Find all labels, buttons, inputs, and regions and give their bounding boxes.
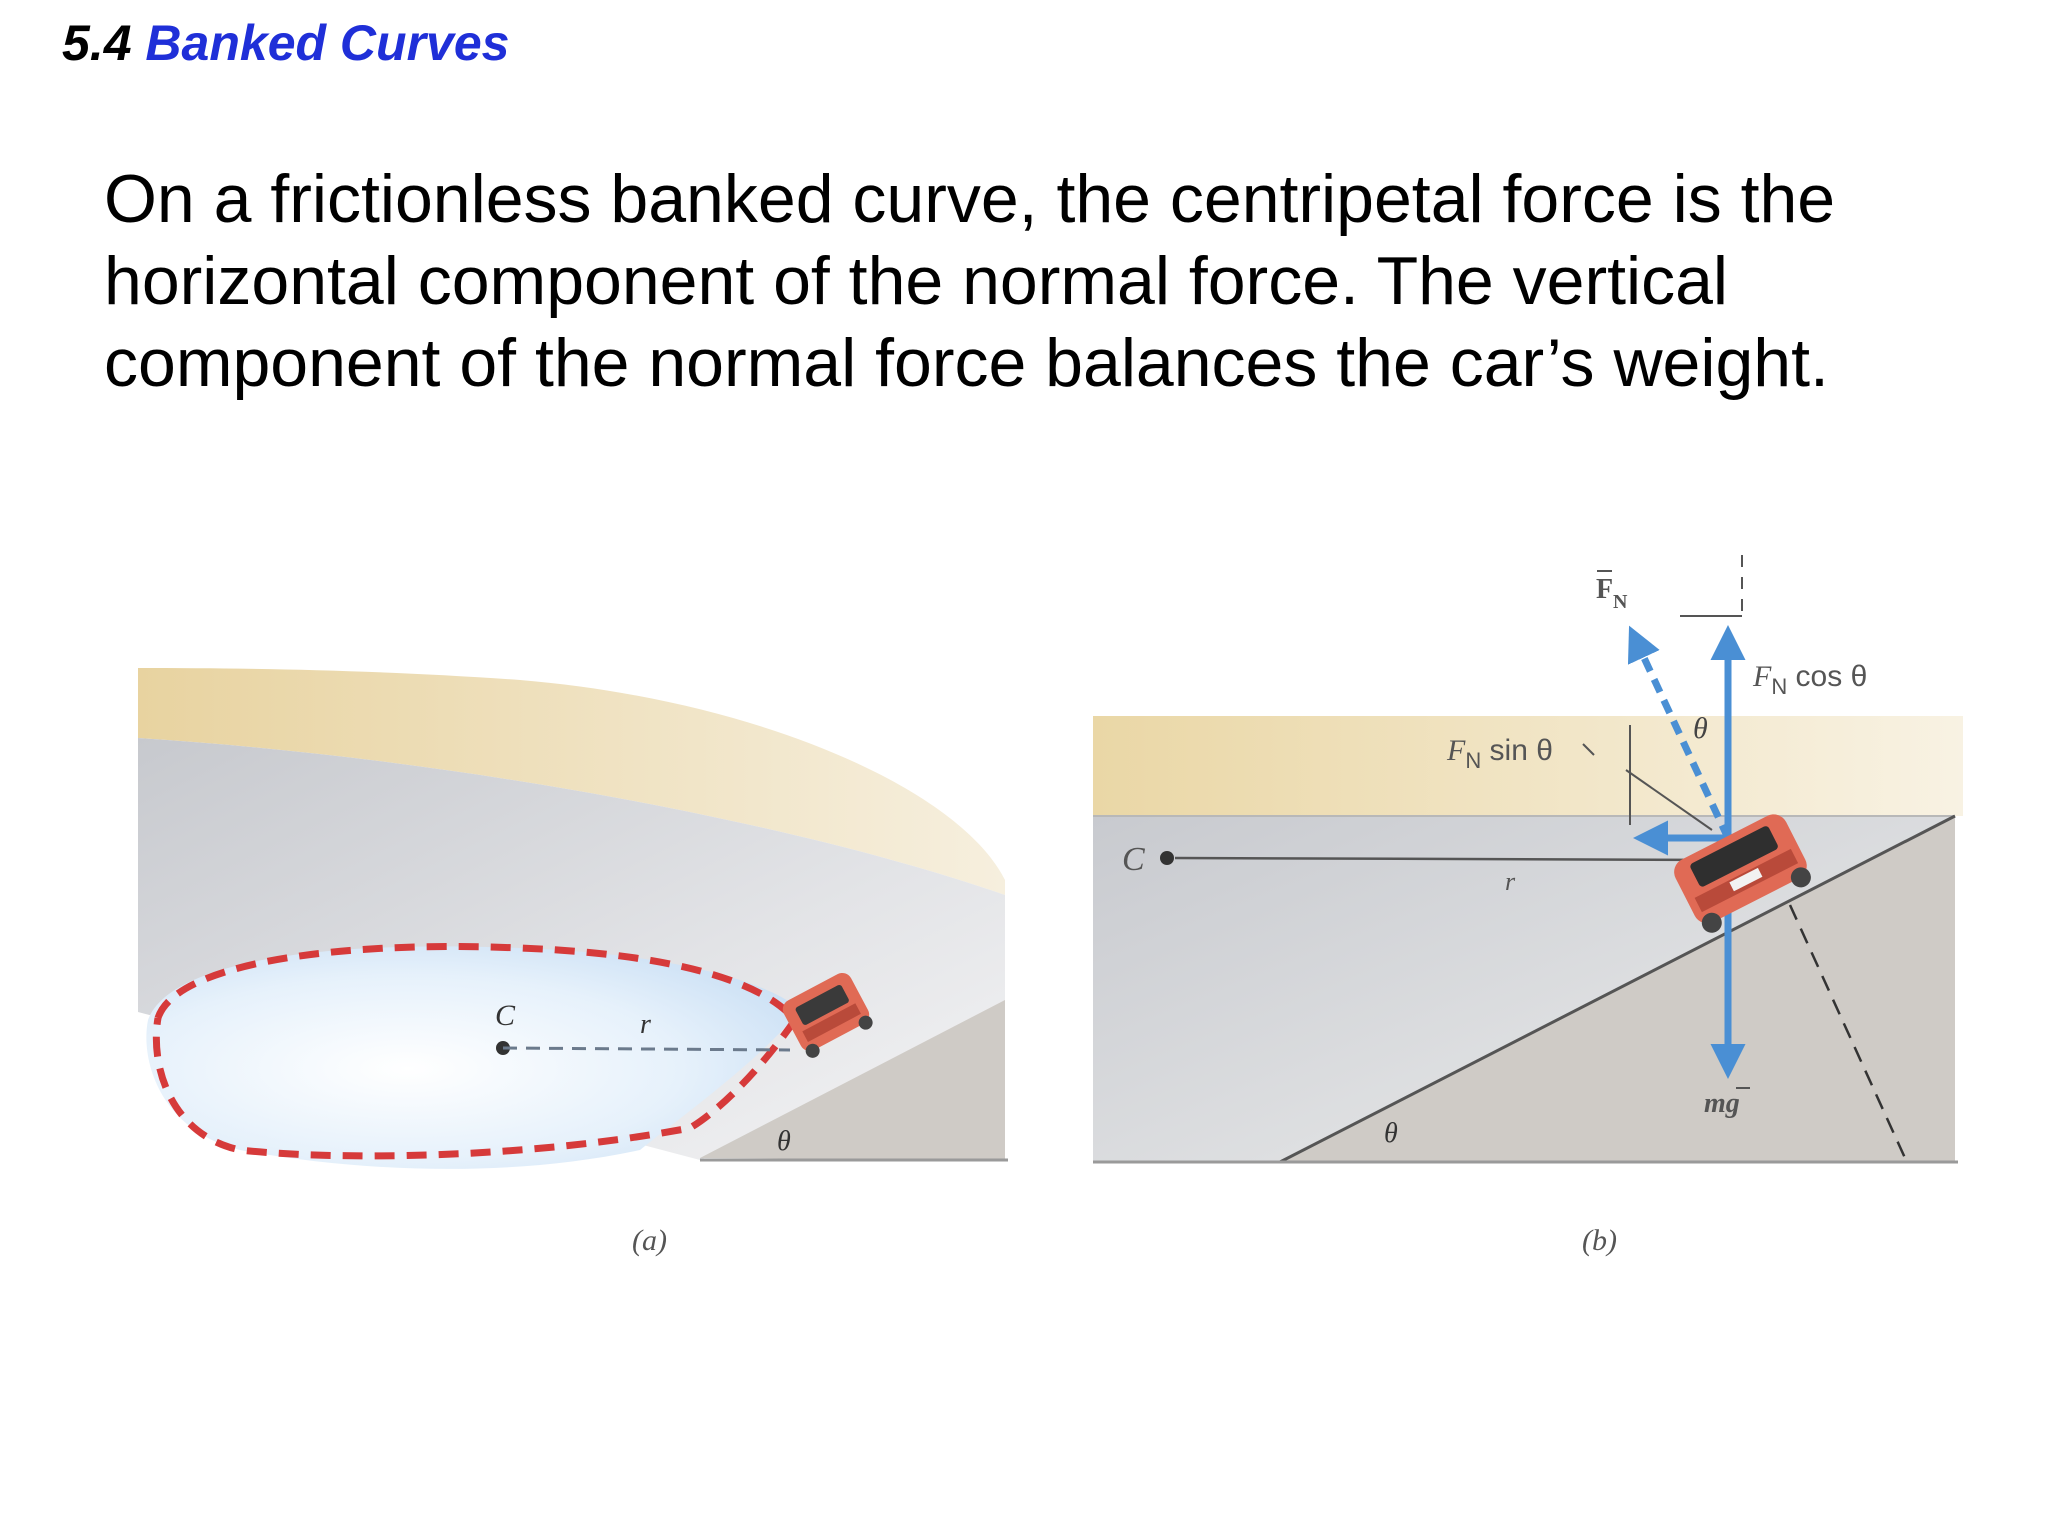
vc-expression: cos θ — [1787, 660, 1867, 693]
angle-label-force: θ — [1693, 712, 1708, 745]
figure-b: C r θ F N θ FN si — [1093, 555, 1963, 1257]
normal-force-label: F N — [1596, 570, 1628, 613]
radius-label-b: r — [1505, 867, 1516, 896]
body-text: On a frictionless banked curve, the cent… — [104, 158, 1984, 404]
horizontal-component-label: FN sin θ — [1446, 734, 1553, 773]
center-point-b — [1160, 851, 1174, 865]
normal-force-symbol: F — [1596, 574, 1613, 605]
center-label-a: C — [495, 999, 516, 1032]
vc-subscript: N — [1771, 674, 1787, 699]
bank-wedge-a — [700, 1000, 1005, 1160]
radius-line-a — [502, 1046, 791, 1052]
body-line: horizontal component of the normal force… — [104, 243, 1729, 319]
perpendicular-dashed-line — [1788, 904, 1907, 1159]
svg-text:FN sin θ: FN sin θ — [1446, 734, 1553, 773]
body-line: On a frictionless banked curve, the cent… — [104, 161, 1836, 237]
vc-symbol: F — [1752, 660, 1772, 693]
slide-title: 5.4 Banked Curves — [62, 14, 509, 72]
svg-text:FN cos θ: FN cos θ — [1752, 660, 1867, 699]
section-number: 5.4 — [62, 15, 132, 71]
wall-top-a — [138, 668, 1005, 895]
vertical-component-label: FN cos θ — [1752, 660, 1867, 699]
section-name: Banked Curves — [145, 15, 510, 71]
weight-symbol: mg — [1704, 1088, 1740, 1119]
radius-label-a: r — [640, 1009, 651, 1040]
angle-label-a: θ — [777, 1126, 791, 1157]
caption-b: (b) — [1582, 1224, 1617, 1257]
caption-a: (a) — [632, 1224, 667, 1257]
figure-a: C r θ (a) — [138, 668, 1008, 1257]
center-label-b: C — [1122, 841, 1145, 878]
body-line: component of the normal force balances t… — [104, 325, 1829, 401]
circular-path-a — [152, 943, 800, 1160]
weight-label: mg — [1704, 1087, 1750, 1119]
hc-expression: sin θ — [1481, 734, 1553, 767]
center-region-a — [146, 946, 801, 1169]
wall-top-b — [1093, 716, 1963, 816]
normal-force-arrow — [1627, 625, 1732, 840]
hc-symbol: F — [1446, 734, 1466, 767]
angle-label-b: θ — [1384, 1118, 1398, 1149]
car-a — [782, 972, 873, 1058]
hc-subscript: N — [1465, 748, 1481, 773]
normal-force-subscript: N — [1613, 591, 1628, 613]
radius-line-b — [1174, 856, 1726, 862]
car-b — [1674, 814, 1811, 933]
